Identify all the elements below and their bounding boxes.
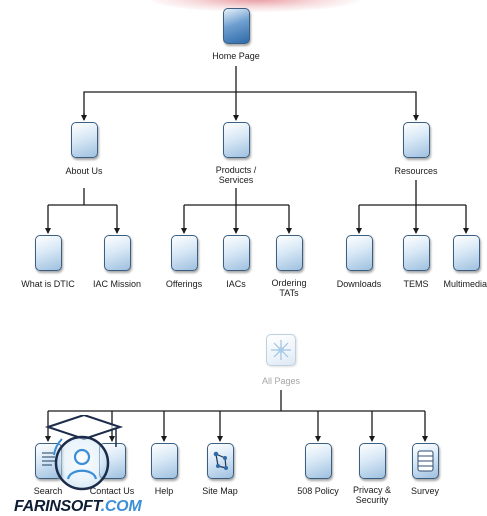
node-label: Multimedia [443, 279, 487, 289]
page-icon [104, 235, 131, 271]
node-label: All Pages [261, 376, 301, 386]
node-label: Ordering TATs [271, 278, 307, 298]
page-icon [223, 235, 250, 271]
connector-home-bus [83, 91, 417, 120]
page-icon [305, 443, 332, 479]
home-page-icon [223, 8, 250, 44]
watermark-logo-icon [44, 415, 124, 491]
watermark-text: FARINSOFT.COM [14, 498, 142, 516]
page-icon [359, 443, 386, 479]
page-icon [453, 235, 480, 271]
node-label: IAC Mission [92, 279, 141, 289]
node-label: Privacy & Security [352, 485, 391, 505]
page-icon [171, 235, 198, 271]
node-label: Search [33, 486, 63, 496]
node-label: Site Map [202, 486, 238, 496]
page-icon [403, 235, 430, 271]
page-icon [276, 235, 303, 271]
page-icon [346, 235, 373, 271]
page-icon [223, 122, 250, 158]
watermark-brand: FARINSOFT [14, 498, 101, 515]
node-label: About Us [65, 166, 103, 176]
node-label: Products / Services [215, 165, 257, 185]
top-glow [150, 0, 360, 12]
node-label: Survey [410, 486, 439, 496]
page-icon [71, 122, 98, 158]
sitemap-icon [207, 443, 234, 479]
node-label: Resources [394, 166, 438, 176]
node-label: Home Page [212, 51, 260, 61]
node-label: Contact Us [89, 486, 135, 496]
node-label: What is DTIC [21, 279, 75, 289]
page-icon [403, 122, 430, 158]
node-label: TEMS [403, 279, 429, 289]
node-label: 508 Policy [297, 486, 339, 496]
list-icon [412, 443, 439, 479]
watermark-suffix: .COM [100, 498, 142, 515]
node-label: Help [154, 486, 174, 496]
node-label: IACs [226, 279, 246, 289]
node-label: Downloads [336, 279, 382, 289]
globe-network-icon [266, 334, 296, 366]
node-label: Offerings [165, 279, 203, 289]
page-icon [151, 443, 178, 479]
page-icon [35, 235, 62, 271]
